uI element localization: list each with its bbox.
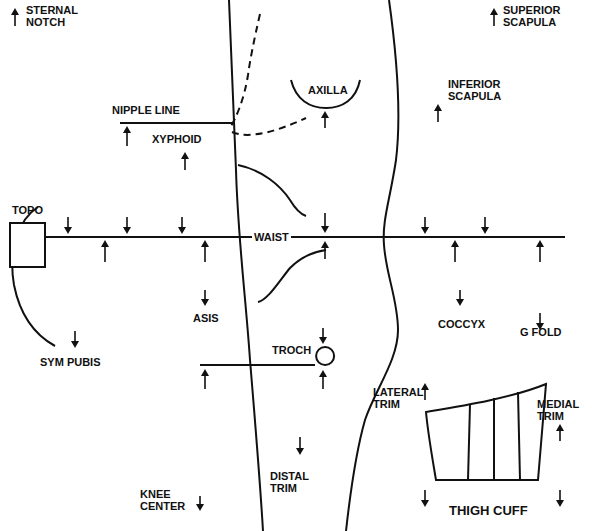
arrow-head (421, 500, 429, 507)
arrow-head (434, 104, 442, 111)
landmark-label: ASIS (193, 312, 219, 324)
landmark-label: LATERAL TRIM (373, 386, 425, 410)
arrow-shaft (204, 374, 206, 389)
arrow-head (321, 241, 329, 248)
arrow-head (481, 227, 489, 234)
node-label: THIGH CUFF (449, 504, 528, 518)
arrow-head (181, 152, 189, 159)
arrow-head (421, 227, 429, 234)
landmark-label: SUPERIOR SCAPULA (503, 4, 581, 28)
arrow-shaft (204, 245, 206, 262)
landmark-label: DISTAL TRIM (270, 470, 322, 494)
body-right-contour (346, 0, 398, 531)
arrow-shaft (126, 131, 128, 146)
node-label: TROCH (272, 344, 311, 356)
arrow-head (490, 8, 498, 15)
landmark-label: SYM PUBIS (40, 356, 101, 368)
arrow-head (196, 504, 204, 511)
arrow-head (201, 240, 209, 247)
landmark-label: WAIST (252, 231, 291, 243)
troch-marker (316, 347, 334, 365)
cuff-stay (493, 398, 495, 480)
pelvis-curve (258, 250, 326, 302)
landmark-label: NIPPLE LINE (112, 104, 180, 116)
arrow-head (201, 369, 209, 376)
node-label: TOPO (12, 204, 43, 216)
arrow-head (321, 226, 329, 233)
cuff-outline (426, 384, 546, 480)
axilla-curve (291, 80, 360, 108)
landmark-label: AXILLA (308, 84, 348, 96)
arrow-shaft (104, 245, 106, 262)
arrow-shaft (539, 245, 541, 262)
landmark-label: KNEE CENTER (140, 488, 194, 512)
arrow-shaft (324, 213, 326, 228)
arrow-shaft (454, 245, 456, 262)
arrow-head (321, 111, 329, 118)
waist-line (45, 236, 565, 238)
cuff-stay (468, 404, 470, 480)
troch-line (200, 364, 315, 366)
arrow-head (71, 341, 79, 348)
landmark-label: XYPHOID (152, 133, 202, 145)
arrow-head (536, 240, 544, 247)
topo-square (10, 223, 45, 267)
landmark-label: COCCYX (438, 318, 485, 330)
arrow-shaft (322, 375, 324, 389)
arrow-head (123, 126, 131, 133)
body-left-contour (229, 0, 263, 531)
arrow-head (178, 227, 186, 234)
landmark-label: STERNAL NOTCH (26, 4, 86, 28)
arrow-head (456, 299, 464, 306)
landmark-label: INFERIOR SCAPULA (448, 78, 520, 102)
topo-box: TOPO (6, 204, 50, 270)
arrow-head (319, 370, 327, 377)
arrow-head (201, 299, 209, 306)
arrow-head (296, 448, 304, 455)
arrow-head (451, 240, 459, 247)
arrow-head (123, 227, 131, 234)
thigh-cuff: THIGH CUFF (412, 376, 580, 528)
rib-curve (238, 165, 306, 216)
breast-dashed-outline (230, 14, 260, 128)
troch-circle: TROCH (272, 342, 338, 368)
breast-dashed-outline (232, 118, 306, 135)
arrow-head (556, 424, 564, 431)
landmark-label: G FOLD (520, 326, 562, 338)
arrow-head (64, 227, 72, 234)
nipple-line (120, 122, 232, 124)
cuff-stay (518, 392, 520, 480)
arrow-head (319, 337, 327, 344)
arrow-head (11, 8, 19, 15)
arrow-head (101, 240, 109, 247)
arrow-head (556, 500, 564, 507)
